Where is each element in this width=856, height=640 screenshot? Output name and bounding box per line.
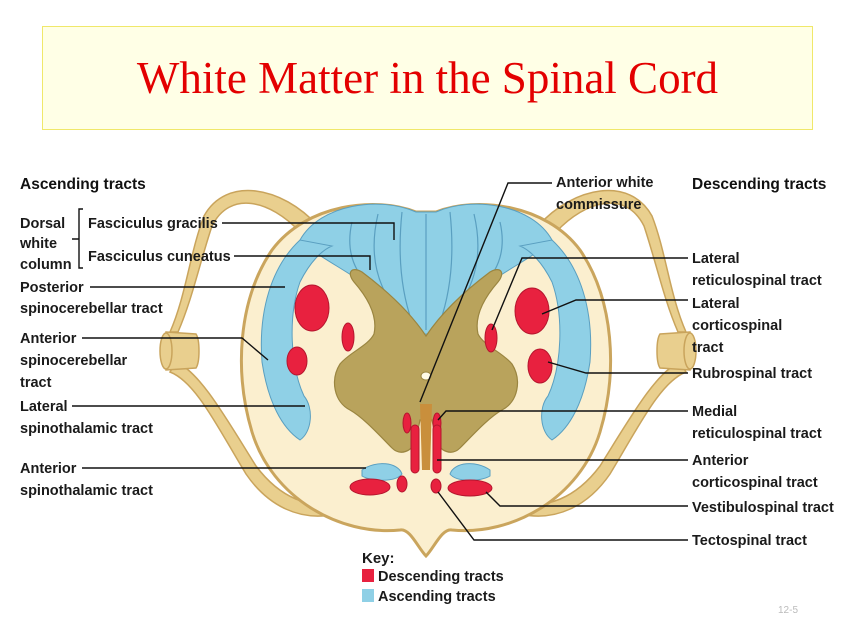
tectospinal-label: Tectospinal tract — [692, 533, 807, 549]
anterior-spinocerebellar-leader — [82, 337, 269, 361]
svg-text:Lateral: Lateral — [20, 399, 68, 415]
svg-text:Medial: Medial — [692, 404, 737, 420]
fasciculus-cuneatus-leader — [234, 255, 371, 270]
left-root-cut — [159, 332, 173, 370]
key-descending-label: Descending tracts — [378, 569, 504, 585]
right-lateral-ascending-band — [518, 239, 592, 441]
svg-text:Anterior: Anterior — [20, 331, 77, 347]
lateral-corticospinal-leader — [541, 299, 688, 315]
right-anterior-spinothalamic — [449, 463, 491, 481]
left-lateral-ascending-band — [260, 239, 334, 441]
anterior-corticospinal-label: Anterior corticospinal tract — [692, 453, 818, 491]
svg-text:tract: tract — [20, 375, 52, 391]
svg-text:spinocerebellar tract: spinocerebellar tract — [20, 301, 163, 317]
lateral-reticulospinal-label: Lateral reticulospinal tract — [692, 251, 822, 289]
dorsal-column-label: Dorsal white column — [19, 216, 72, 273]
title-box: White Matter in the Spinal Cord — [42, 26, 813, 130]
lateral-reticulospinal-leader — [491, 257, 688, 331]
svg-text:Anterior: Anterior — [692, 453, 749, 469]
anterior-white-commissure-label: Anterior white commissure — [556, 175, 653, 213]
rubrospinal-leader — [547, 361, 688, 374]
svg-text:spinocerebellar: spinocerebellar — [20, 353, 128, 369]
svg-text:Anterior white: Anterior white — [556, 175, 653, 191]
right-root-cut — [683, 332, 697, 370]
key-ascending-swatch — [362, 589, 374, 602]
medial-reticulospinal-label: Medial reticulospinal tract — [692, 404, 822, 442]
anterior-median-fissure — [420, 404, 432, 470]
right-root-junction — [656, 331, 691, 371]
vestibulospinal-label: Vestibulospinal tract — [692, 500, 834, 516]
svg-text:tract: tract — [692, 340, 724, 356]
svg-text:Anterior: Anterior — [20, 461, 77, 477]
medial-reticulospinal-leader — [437, 410, 688, 421]
svg-text:corticospinal: corticospinal — [692, 318, 782, 334]
svg-text:spinothalamic tract: spinothalamic tract — [20, 483, 153, 499]
ascending-header: Ascending tracts — [20, 176, 146, 193]
svg-text:white: white — [19, 236, 57, 252]
right-vestibulospinal — [447, 479, 493, 497]
right-tectospinal — [430, 478, 442, 494]
left-anterior-corticospinal — [410, 424, 420, 474]
tectospinal-leader — [437, 491, 688, 541]
nerve-roots — [159, 189, 697, 517]
right-lateral-corticospinal — [514, 287, 550, 335]
vestibulospinal-leader — [485, 491, 688, 507]
anterior-spinocerebellar-label: Anterior spinocerebellar tract — [20, 331, 128, 391]
lateral-corticospinal-label: Lateral corticospinal tract — [692, 296, 782, 356]
left-lateral-reticulospinal — [341, 322, 355, 352]
svg-text:reticulospinal tract: reticulospinal tract — [692, 273, 822, 289]
fasciculus-cuneatus-label: Fasciculus cuneatus — [88, 249, 231, 265]
slide-title: White Matter in the Spinal Cord — [136, 53, 719, 103]
svg-text:Posterior: Posterior — [20, 280, 84, 296]
key-title: Key: — [362, 550, 395, 567]
svg-text:commissure: commissure — [556, 197, 641, 213]
right-lateral-reticulospinal — [484, 323, 498, 353]
key-descending-swatch — [362, 569, 374, 582]
anterior-white-commissure-leader — [419, 182, 552, 403]
svg-text:Lateral: Lateral — [692, 296, 740, 312]
left-vestibulospinal — [349, 478, 391, 496]
fasciculus-gracilis-label: Fasciculus gracilis — [88, 216, 218, 232]
anterior-spinothalamic-label: Anterior spinothalamic tract — [20, 461, 153, 499]
key-ascending-label: Ascending tracts — [378, 589, 496, 605]
slide-number: 12-5 — [778, 605, 798, 616]
lateral-spinothalamic-label: Lateral spinothalamic tract — [20, 399, 153, 437]
right-rubrospinal — [527, 348, 553, 384]
fasciculus-gracilis-leader — [222, 222, 395, 240]
left-medial-reticulospinal — [402, 412, 412, 434]
right-anterior-corticospinal — [432, 424, 442, 474]
left-rubrospinal — [286, 346, 308, 376]
descending-tracts — [286, 284, 553, 497]
left-root-junction — [165, 331, 200, 371]
svg-text:column: column — [20, 257, 72, 273]
svg-text:corticospinal tract: corticospinal tract — [692, 475, 818, 491]
descending-header: Descending tracts — [692, 176, 826, 193]
svg-text:reticulospinal tract: reticulospinal tract — [692, 426, 822, 442]
left-lateral-corticospinal — [294, 284, 330, 332]
dorsal-column-bracket — [72, 208, 83, 269]
svg-text:spinothalamic tract: spinothalamic tract — [20, 421, 153, 437]
svg-text:Lateral: Lateral — [692, 251, 740, 267]
left-tectospinal — [396, 475, 408, 493]
posterior-spinocerebellar-label: Posterior spinocerebellar tract — [20, 280, 163, 317]
rubrospinal-label: Rubrospinal tract — [692, 366, 812, 382]
svg-text:Dorsal: Dorsal — [20, 216, 65, 232]
